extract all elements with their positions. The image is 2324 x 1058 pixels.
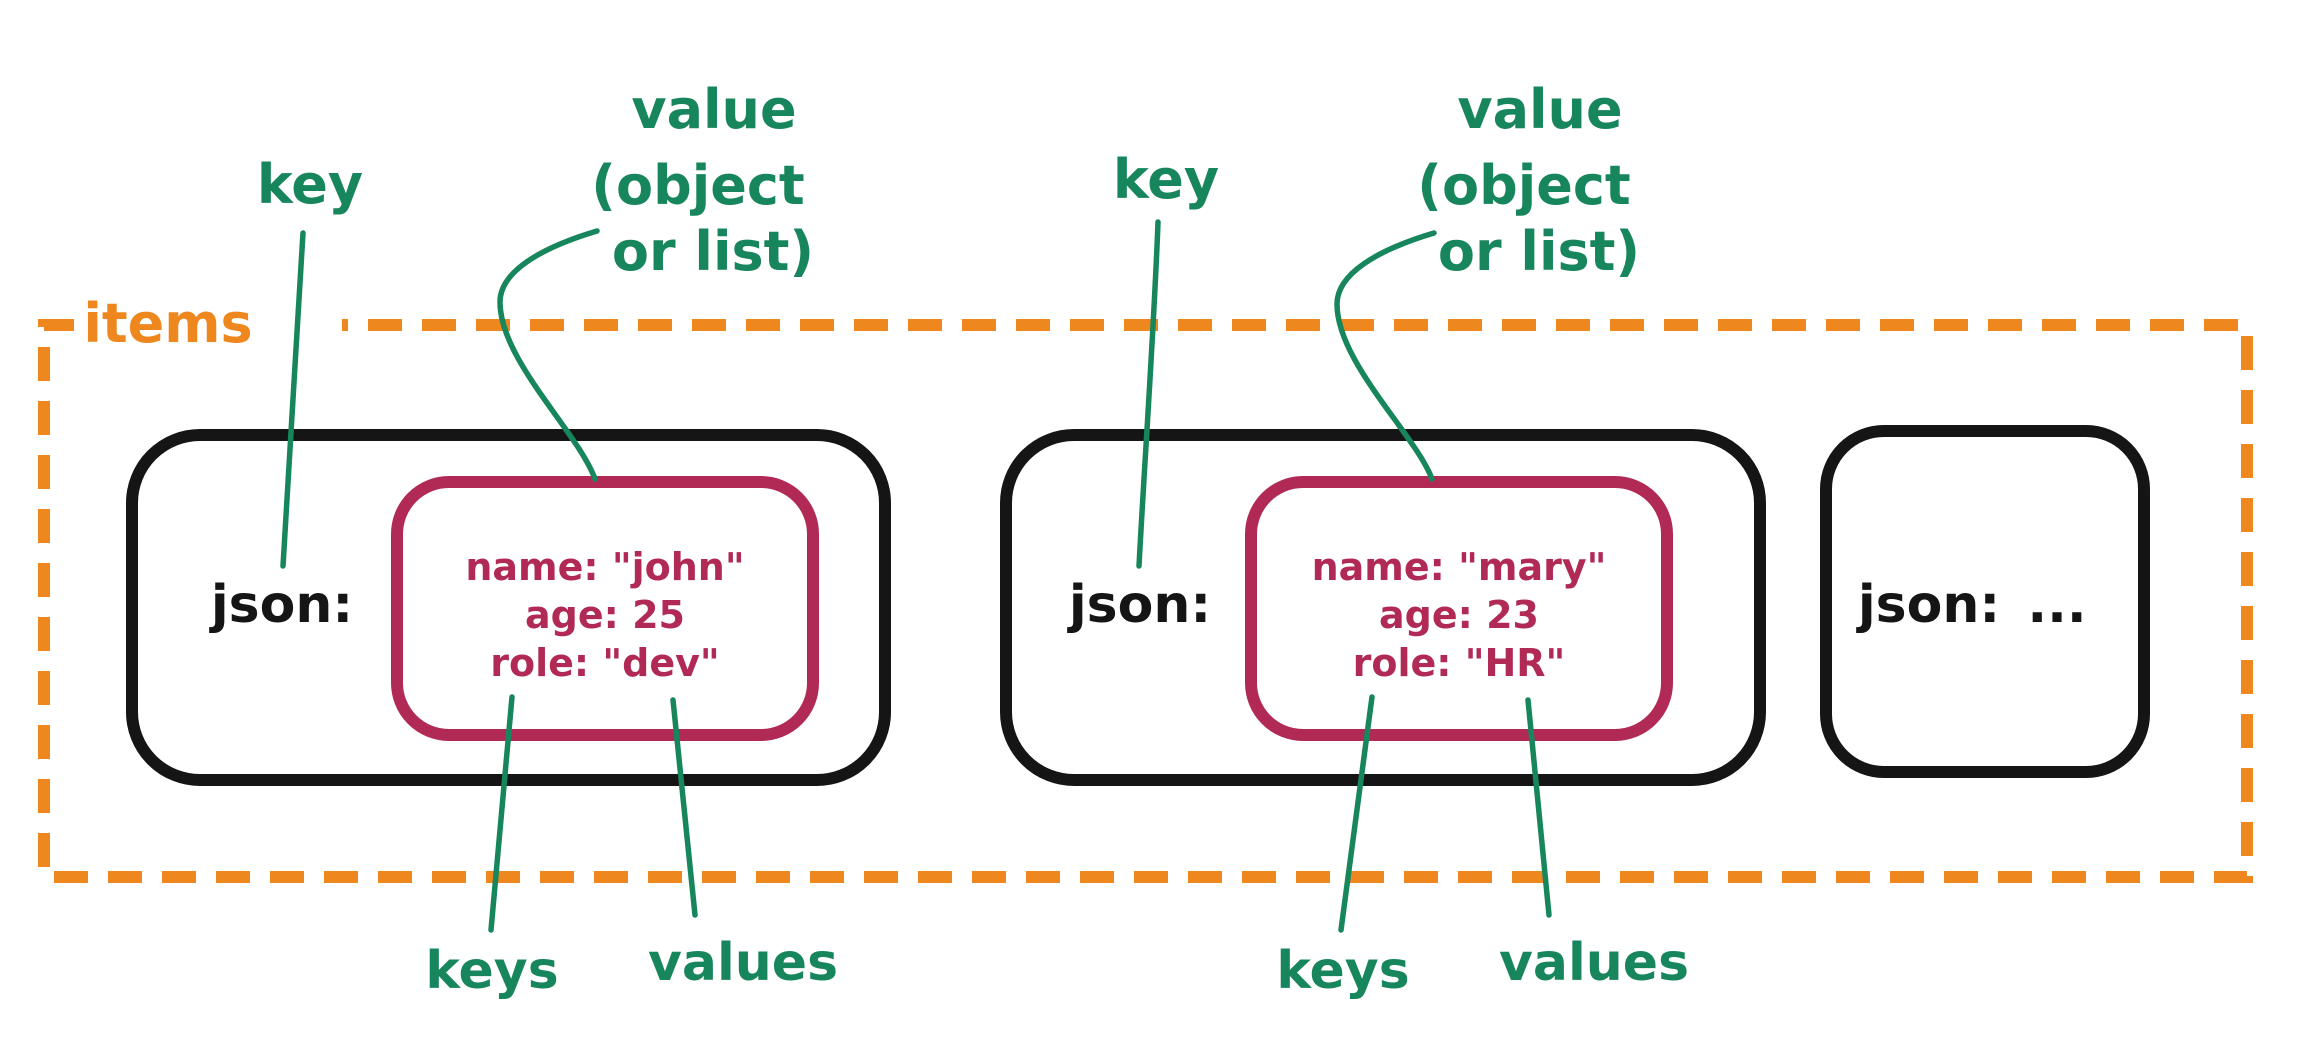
value-left-annotation-line3: or list) (612, 220, 814, 283)
keys-left-connector-line (488, 694, 515, 933)
value-left-annotation-line2: (object (591, 154, 804, 217)
record-2-age-entry: age: 23 (1379, 593, 1539, 637)
key-right-connector-line (1136, 219, 1161, 569)
record-2-role-entry: role: "HR" (1353, 641, 1566, 685)
value-right-annotation-line2: (object (1417, 154, 1630, 217)
values-right-annotation: values (1499, 933, 1689, 993)
key-left-connector-line (280, 230, 306, 569)
value-right-connector-line (1334, 230, 1437, 482)
record-3-ellipsis: ... (2027, 575, 2086, 635)
keys-right-connector-line (1338, 694, 1375, 933)
value-left-annotation: value (object or list) (591, 78, 814, 283)
values-left-annotation: values (648, 933, 838, 993)
values-right-connector-line (1525, 697, 1552, 918)
value-right-annotation-line1: value (1457, 78, 1622, 141)
value-right-annotation: value (object or list) (1417, 78, 1640, 283)
items-collection-boundary (38, 319, 2253, 883)
record-2-name-entry: name: "mary" (1312, 545, 1607, 589)
record-3-box (1820, 425, 2150, 778)
record-1-object-box (391, 476, 819, 741)
values-left-connector-line (670, 697, 698, 918)
record-3-key-label: json: (1856, 575, 2000, 635)
record-1-key-label: json: (209, 575, 353, 635)
value-right-annotation-line3: or list) (1438, 220, 1640, 283)
record-1-name-entry: name: "john" (465, 545, 744, 589)
key-right-annotation: key (1113, 148, 1219, 211)
record-1: json: name: "john" age: 25 role: "dev" (126, 429, 891, 786)
value-left-connector-line (497, 228, 600, 482)
record-2-key-label: json: (1067, 575, 1211, 635)
value-left-annotation-line1: value (631, 78, 796, 141)
keys-right-annotation: keys (1276, 941, 1409, 1001)
record-2: json: name: "mary" age: 23 role: "HR" (1000, 429, 1766, 786)
record-1-role-entry: role: "dev" (490, 641, 719, 685)
keys-left-annotation: keys (425, 941, 558, 1001)
record-2-object-box (1245, 476, 1673, 741)
record-3: json: ... (1820, 425, 2150, 778)
key-left-annotation: key (257, 153, 363, 216)
items-collection-label: items (83, 292, 252, 355)
record-1-age-entry: age: 25 (525, 593, 685, 637)
